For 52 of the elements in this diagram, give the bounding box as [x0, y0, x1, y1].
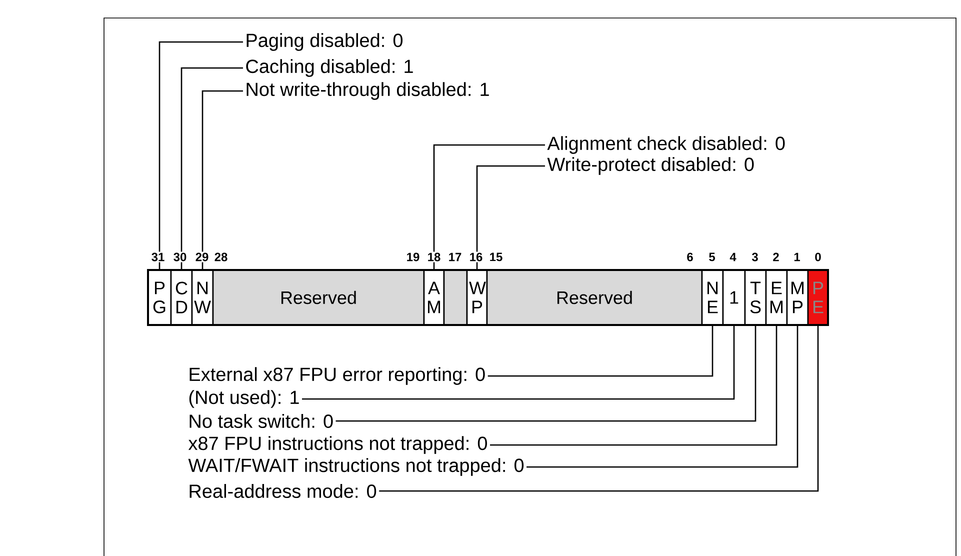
bit-number: 6 [686, 252, 694, 262]
leader-line [433, 144, 545, 270]
field-description: WAIT/FWAIT instructions not trapped: 0 [188, 458, 524, 476]
register-field: W P [466, 269, 488, 326]
field-description: Paging disabled: 0 [246, 33, 403, 51]
bit-number: 28 [213, 252, 229, 262]
register-field: P G [147, 269, 172, 326]
bit-number: 3 [750, 252, 760, 262]
bit-number: 1 [792, 252, 802, 262]
register-field: T S [744, 269, 767, 326]
leader-line [180, 67, 243, 270]
register-field: Reserved [212, 269, 425, 326]
leader-line [302, 326, 735, 400]
bit-number: 4 [728, 252, 738, 262]
register-field: M P [786, 269, 809, 326]
field-description: Caching disabled: 1 [246, 59, 413, 77]
leader-line [202, 90, 243, 270]
leader-line [490, 326, 778, 446]
register-field: A M [423, 269, 445, 326]
register-field: N W [191, 269, 214, 326]
bit-number: 5 [708, 252, 716, 262]
bit-number: 31 [150, 252, 166, 262]
leader-line [158, 41, 243, 270]
field-description: Real-address mode: 0 [190, 484, 376, 498]
bit-number: 17 [447, 252, 463, 262]
field-description: x87 FPU instructions not trapped: 0 [188, 436, 487, 454]
bit-number: 18 [426, 252, 442, 262]
field-description: Alignment check disabled: 0 [547, 136, 785, 154]
register-field: E M [765, 269, 788, 326]
bit-number: 2 [772, 252, 780, 262]
reserved-field [443, 269, 468, 326]
leader-line [476, 165, 545, 270]
bit-number: 29 [194, 252, 210, 262]
bit-number: 30 [172, 252, 188, 262]
register-field: N E [701, 269, 724, 326]
field-description: External x87 FPU error reporting: 0 [190, 367, 485, 385]
register-field: 1 [722, 269, 746, 326]
leader-line [379, 326, 819, 492]
field-description: No task switch: 0 [190, 414, 333, 428]
field-description: Not write-through disabled: 1 [246, 82, 489, 100]
bit-number: 0 [814, 252, 822, 262]
leader-line [488, 326, 714, 377]
register-field: C D [170, 269, 193, 326]
field-description: Write-protect disabled: 0 [547, 157, 754, 175]
bit-number: 15 [488, 252, 504, 262]
bit-number: 19 [405, 252, 421, 262]
register-field: Reserved [486, 269, 703, 326]
leader-line [526, 326, 798, 468]
register-field: P E [807, 269, 829, 326]
bit-number: 16 [468, 252, 484, 262]
leader-line [336, 326, 756, 422]
field-description: (Not used): 1 [189, 390, 299, 408]
